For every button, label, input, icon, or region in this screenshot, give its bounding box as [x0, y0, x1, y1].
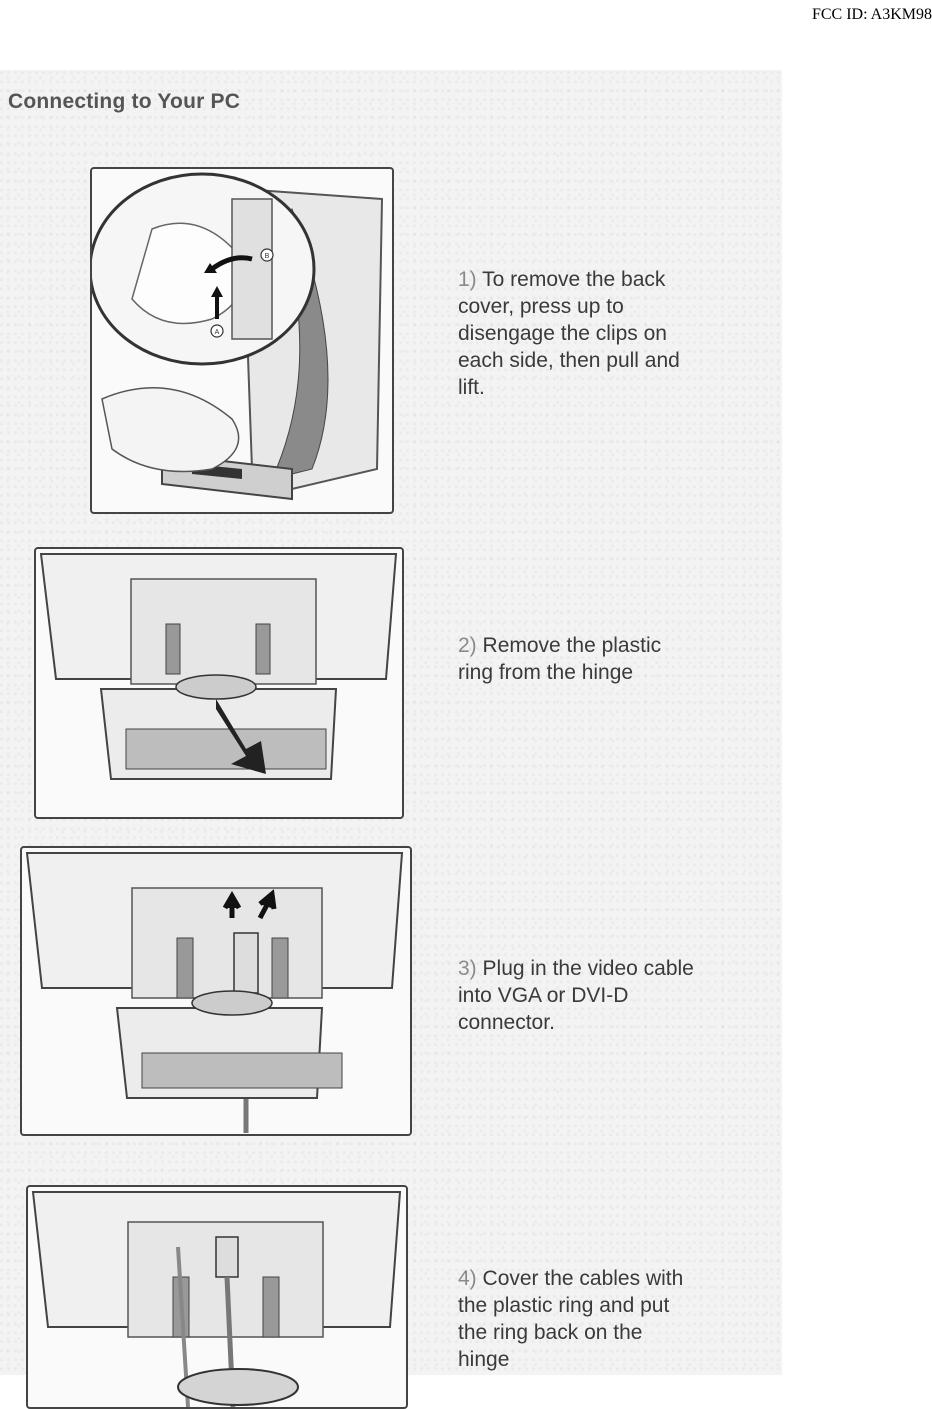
figure-remove-plastic-ring — [34, 547, 404, 819]
step-4-number: 4) — [458, 1267, 477, 1290]
step-1-number: 1) — [458, 268, 477, 291]
callout-a: A — [215, 329, 220, 336]
monitor-back-cover-illustration: B A — [92, 172, 384, 501]
scanned-page: Connecting to Your PC B A 1) To remove t… — [0, 70, 782, 1409]
step-2: 2) Remove the plastic ring from the hing… — [458, 632, 698, 686]
step-1-text: To remove the back cover, press up to di… — [458, 268, 680, 399]
fcc-id-label: FCC ID: A3KM98 — [811, 6, 932, 23]
step-3: 3) Plug in the video cable into VGA or D… — [458, 955, 698, 1036]
section-title: Connecting to Your PC — [8, 90, 241, 113]
figure-remove-back-cover: B A — [90, 167, 394, 514]
step-3-text: Plug in the video cable into VGA or DVI-… — [458, 957, 694, 1034]
figure-cover-cables — [26, 1185, 408, 1409]
figure-plug-video-cable — [20, 846, 412, 1136]
monitor-cover-cables-illustration — [31, 1191, 402, 1407]
monitor-video-cable-illustration — [25, 852, 404, 1133]
step-1: 1) To remove the back cover, press up to… — [458, 266, 698, 401]
step-2-text: Remove the plastic ring from the hinge — [458, 634, 662, 684]
callout-b: B — [265, 253, 270, 260]
step-2-number: 2) — [458, 634, 477, 657]
monitor-hinge-ring-illustration — [39, 553, 398, 780]
step-4-text: Cover the cables with the plastic ring a… — [458, 1267, 684, 1371]
step-4: 4) Cover the cables with the plastic rin… — [458, 1265, 698, 1373]
step-3-number: 3) — [458, 957, 477, 980]
